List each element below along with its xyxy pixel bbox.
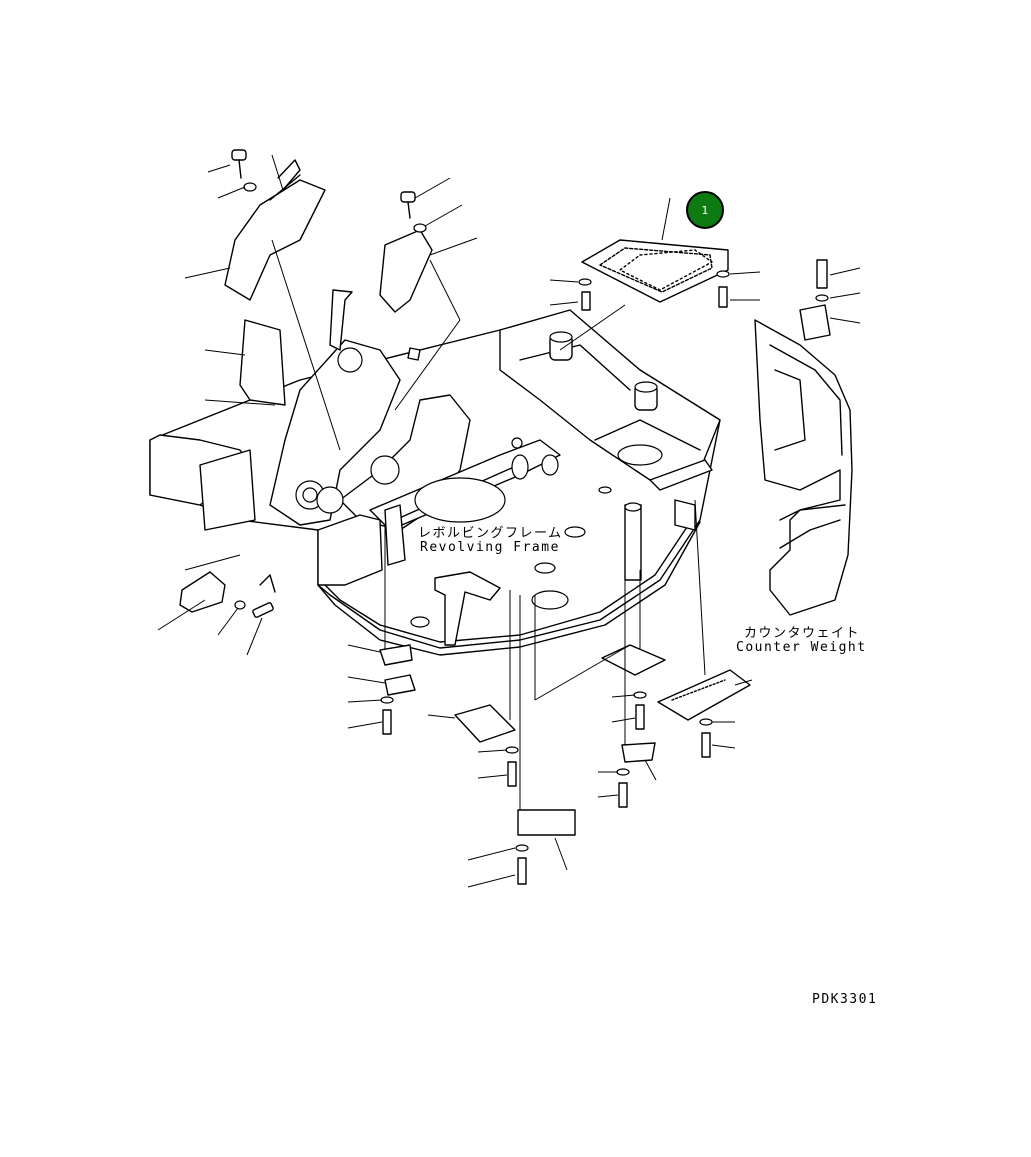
counter-weight-label-jp: カウンタウェイト <box>744 626 861 641</box>
revolving-frame-label-en: Revolving Frame <box>420 540 560 555</box>
top-left-covers <box>224 149 461 451</box>
part-callout-1[interactable]: 1 <box>686 191 724 229</box>
revolving-frame <box>149 289 721 656</box>
under-covers <box>379 499 751 885</box>
left-lower-cover <box>179 554 276 618</box>
counter-weight <box>754 259 853 616</box>
leader-lines <box>157 154 861 888</box>
engine-cover-plate <box>559 197 730 351</box>
counter-weight-label-en: Counter Weight <box>736 640 867 655</box>
drawing-code: PDK3301 <box>812 992 878 1007</box>
revolving-frame-label-jp: レボルビングフレーム <box>418 526 563 541</box>
